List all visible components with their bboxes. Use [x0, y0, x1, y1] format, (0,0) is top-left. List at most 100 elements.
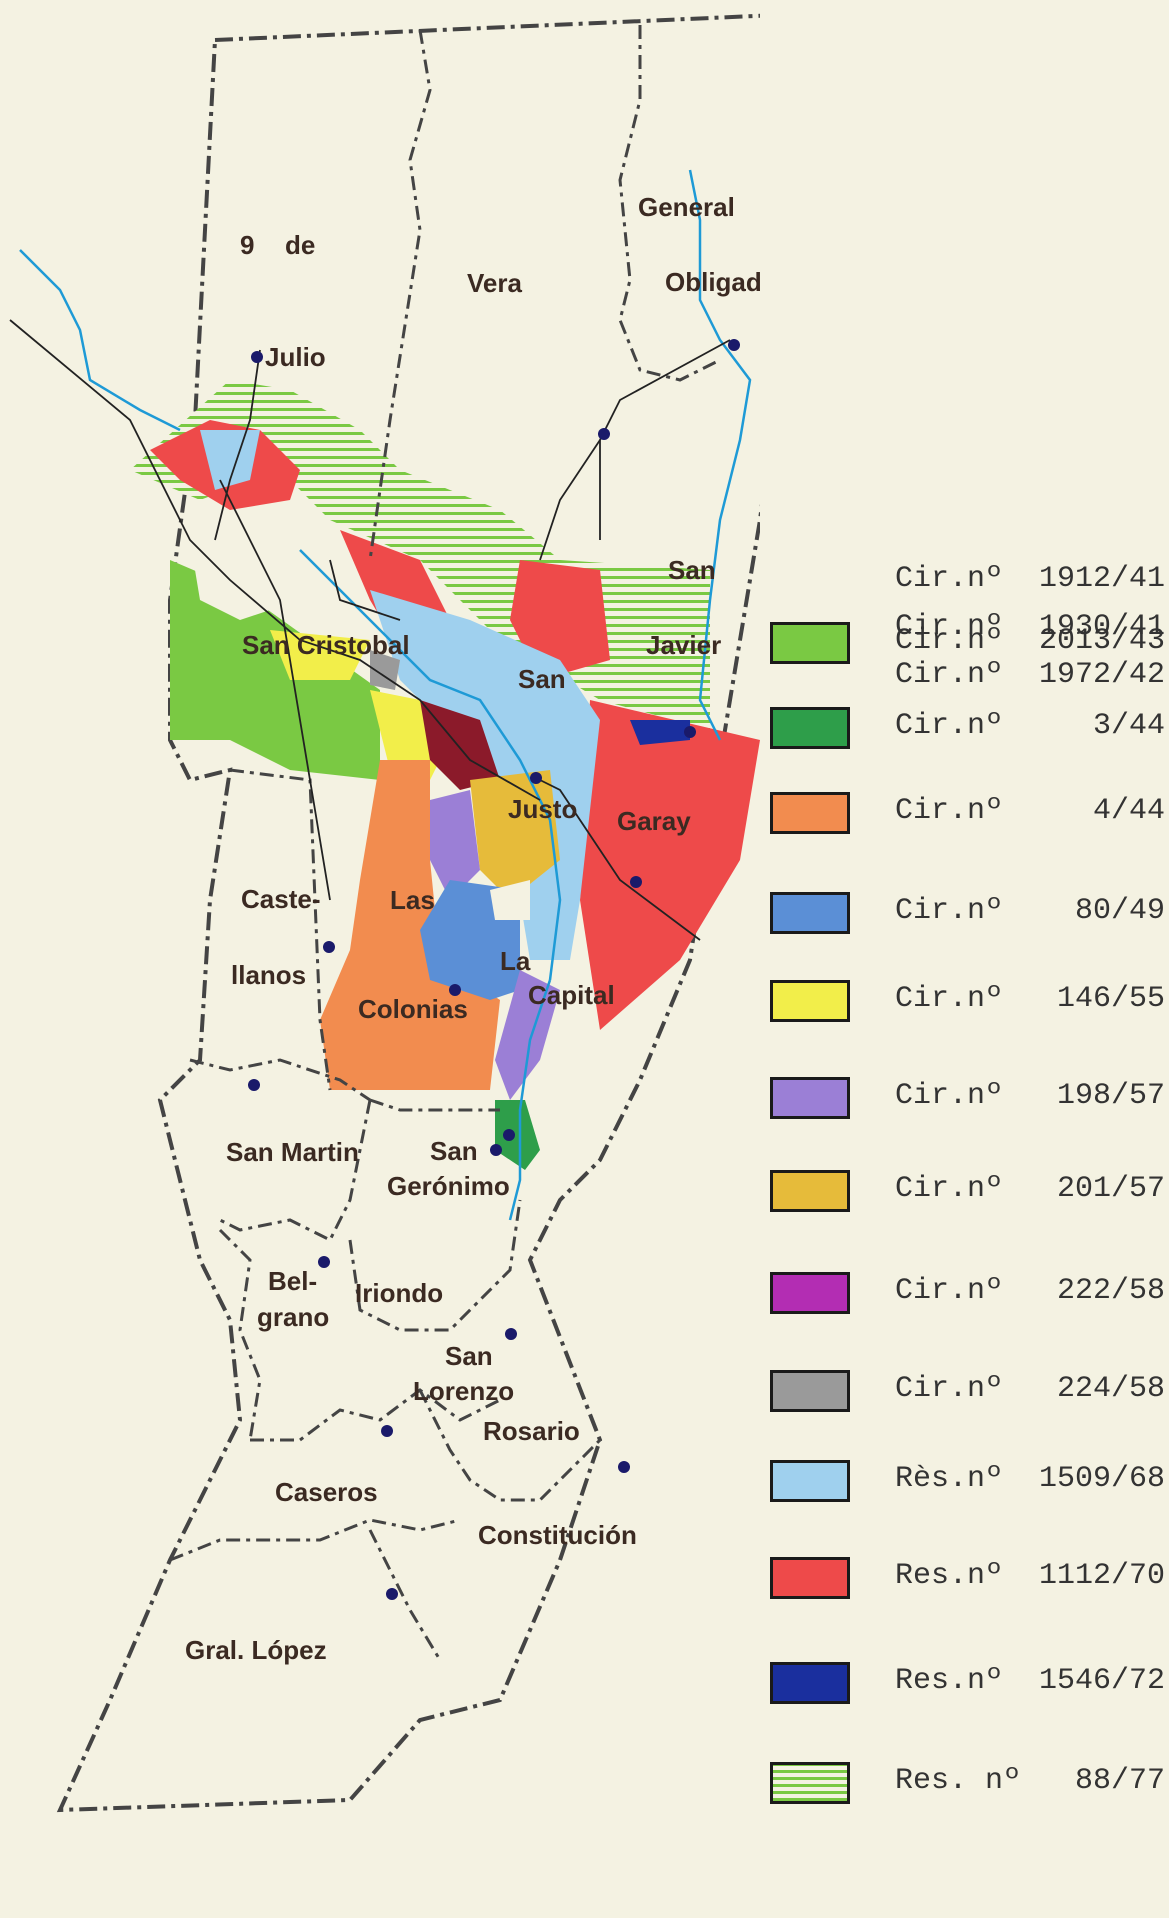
district-label: San — [668, 555, 716, 585]
district-label: San Cristobal — [242, 630, 410, 660]
legend-swatch — [770, 1370, 850, 1412]
colored-regions — [130, 380, 760, 1170]
district-label: Garay — [617, 806, 691, 836]
district-label: La — [500, 946, 531, 976]
rivers — [19, 169, 752, 1221]
district-borders — [169, 25, 721, 1661]
district-label: Julio — [265, 342, 326, 372]
roads — [9, 319, 731, 941]
district-label: Constitución — [478, 1520, 637, 1550]
legend-header-row: Cir.nº 1912/41 — [895, 555, 1165, 603]
legend-swatch — [770, 792, 850, 834]
region-violet-center — [430, 790, 480, 900]
district-label: 9 — [240, 230, 254, 260]
district-label: Caste- — [241, 884, 320, 914]
district-labels: 9 de Julio Vera General Obligado San Jav… — [185, 192, 760, 1665]
town-dot — [618, 1461, 630, 1473]
district-label: grano — [257, 1302, 329, 1332]
legend-swatch — [770, 1460, 850, 1502]
legend-prefix: Cir.nº — [895, 658, 1004, 692]
region-red-garay — [580, 700, 760, 1030]
legend-swatch — [770, 1662, 850, 1704]
region-light-blue-north — [200, 430, 260, 490]
province-map: 9 de Julio Vera General Obligado San Jav… — [9, 13, 760, 1813]
legend-number: 1972/42 — [1038, 658, 1165, 692]
district-label: Iriondo — [355, 1278, 443, 1308]
town-dot — [598, 428, 610, 440]
legend-swatch — [770, 980, 850, 1022]
region-dark-blue — [630, 720, 690, 745]
region-gray — [370, 650, 400, 690]
district-label: Vera — [467, 268, 522, 298]
legend-header: Cir.nº 1912/41 Cir.nº 1930/41 Cir.nº 197… — [895, 555, 1165, 699]
district-label: San Martin — [226, 1137, 359, 1167]
district-label: Colonias — [358, 994, 468, 1024]
province-outline — [56, 13, 760, 1813]
town-dot — [684, 726, 696, 738]
legend-swatch — [770, 1077, 850, 1119]
town-dot — [530, 772, 542, 784]
region-green-sangeronimo — [495, 1100, 540, 1170]
district-label: Obligado — [665, 267, 760, 297]
region-maroon — [420, 700, 500, 790]
district-label: Las — [390, 885, 435, 915]
town-dot — [323, 941, 335, 953]
town-dot — [248, 1079, 260, 1091]
legend-prefix: Cir.nº — [895, 562, 1004, 596]
district-label: Lorenzo — [413, 1376, 514, 1406]
legend-header-row: Cir.nº 1972/42 — [895, 651, 1165, 699]
district-label: llanos — [231, 960, 306, 990]
legend-number: 1930/41 — [1038, 610, 1165, 644]
district-label: Javier — [646, 630, 721, 660]
towns — [248, 339, 740, 1600]
legend-number: 1912/41 — [1038, 562, 1165, 596]
legend-swatch — [770, 892, 850, 934]
legend-swatch — [770, 622, 850, 664]
region-green-west — [170, 560, 380, 780]
town-dot — [503, 1129, 515, 1141]
district-label: Rosario — [483, 1416, 580, 1446]
district-label: San — [518, 664, 566, 694]
district-label: General — [638, 192, 735, 222]
district-label: Justo — [508, 794, 577, 824]
district-label: San — [430, 1136, 478, 1166]
town-dot — [318, 1256, 330, 1268]
legend-swatch — [770, 1557, 850, 1599]
region-white-gap-2 — [490, 880, 530, 920]
region-white-gap — [190, 540, 300, 620]
town-dot — [630, 876, 642, 888]
region-orange-yellow — [470, 770, 560, 900]
town-dot — [449, 984, 461, 996]
town-dot — [505, 1328, 517, 1340]
district-label: Capital — [528, 980, 615, 1010]
district-label: Caseros — [275, 1477, 378, 1507]
legend-swatch — [770, 1170, 850, 1212]
district-label: Gral. López — [185, 1635, 327, 1665]
town-dot — [728, 339, 740, 351]
district-label: Gerónimo — [387, 1171, 510, 1201]
